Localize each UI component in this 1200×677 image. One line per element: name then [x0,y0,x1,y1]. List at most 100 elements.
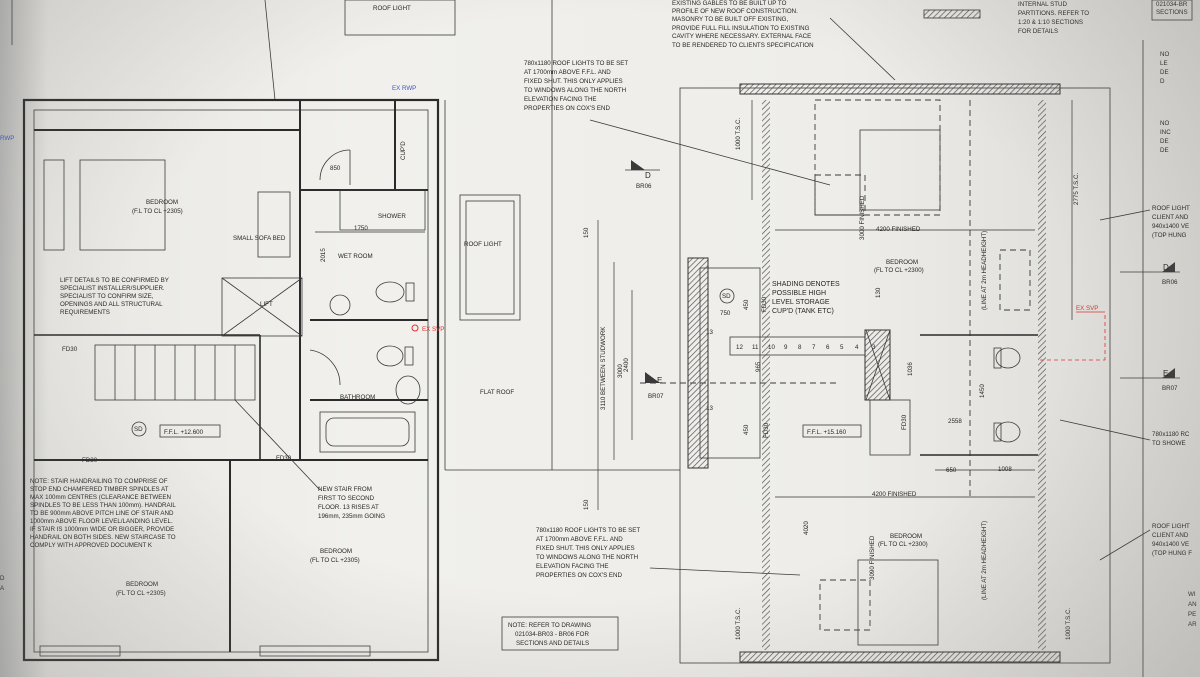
stair-note-line-5: TO BE 900mm ABOVE PITCH LINE OF STAIR AN… [30,510,174,517]
gable-note-line-6: TO BE RENDERED TO CLIENTS SPECIFICATION [672,42,814,49]
gable-note: EXISTING GABLES TO BE BUILT UP TO PROFIL… [672,0,814,49]
stair-note-line-3: MAX 100mm CENTRES (CLEARANCE BETWEEN [30,494,171,501]
bedroom-2-label: BEDROOM [320,548,352,555]
new-stair-note-line-2: FIRST TO SECOND [318,495,375,502]
right-margin-notes: NO LE DE D NO INC DE DE ROOF LIGHT CLIEN… [1059,40,1197,677]
section-d-right-ref: BR06 [1162,279,1178,286]
bedroom-1-cl-label: (F.L TO CL +2305) [132,208,183,215]
headheight-line-2: (LINE AT 2m HEADHEIGHT) [981,521,988,600]
new-stair-note: NEW STAIR FROM FIRST TO SECOND FLOOR. 13… [318,486,385,520]
dim-13-top: 13 [706,329,713,336]
rooflight-top-line-5: ELEVATION FACING THE [524,96,597,103]
dim-965: 965 [755,361,762,372]
refer-note-line-1: NOTE: REFER TO DRAWING [508,622,591,629]
corner-ref-line-1: 021034-BR [1156,1,1188,8]
edge-mid-3: DE [1160,138,1169,145]
finished-4200-bottom: 4200 FINISHED [872,491,917,498]
dim-1036: 1036 [907,362,914,376]
stair-note-line-8: HANDRAIL ON BOTH SIDES. NEW STAIRCASE TO [30,534,176,541]
rooflight-bottom-line-1: 780x1180 ROOF LIGHTS TO BE SET [536,527,640,534]
gable-note-line-2: PROFILE OF NEW ROOF CONSTRUCTION. [672,8,798,15]
dim-650: 650 [946,467,957,474]
stud-legend-line-3: 1:20 & 1:10 SECTIONS [1018,19,1083,26]
shading-note-line-4: CUP'D (TANK ETC) [772,308,834,315]
roof-light-note-2-line-4: (TOP HUNG F [1152,550,1192,557]
rooflight-top-line-3: FIXED SHUT. THIS ONLY APPLIES [524,78,623,85]
edge-mid-1: NO [1160,120,1169,127]
bedroom-top-cl: (FL TO CL +2300) [874,267,924,274]
dim-1450: 1450 [979,384,986,398]
stud-legend-line-2: PARTITIONS. REFER TO [1018,10,1089,17]
stair-note-line-1: NOTE: STAIR HANDRAILING TO COMPRISE OF [30,478,168,485]
step-12: 12 [736,344,743,351]
left-staircase [94,344,256,401]
fd30-a-label: FD30 [62,346,78,353]
gable-note-line-4: PROVIDE FULL FILL INSULATION TO EXISTING [672,25,810,32]
left-floor-plan: ROOF LIGHT EX RWP RWP CUP'D 850 SHOWER 1… [0,0,456,662]
shading-note-line-1: SHADING DENOTES [772,281,840,288]
dim-1000-tsc-top: 1000 T.S.C. [735,118,742,150]
dim-750-label: 750 [720,310,731,317]
roof-light-middle-label: ROOF LIGHT [464,241,502,248]
bedroom-1-label: BEDROOM [146,199,178,206]
sd-right-label: SD [722,293,731,300]
dim-2775-tsc: 2775 T.S.C. [1073,173,1080,205]
stair-note-line-7: IF STAIR IS 1000mm WIDE OR BIGGER, PROVI… [30,526,174,533]
bathroom-label: BATHROOM [340,394,375,401]
stud-legend-line-4: FOR DETAILS [1018,28,1058,35]
ffl-right-label: F.F.L. +15.160 [807,429,847,436]
right-floor-plan: INTERNAL STUD PARTITIONS. REFER TO 1:20 … [679,0,1193,664]
ex-svp-left-label: EX SVP [422,326,444,333]
gable-note-line-1: EXISTING GABLES TO BE BUILT UP TO [672,0,787,7]
dim-1000-tsc-bottom: 1000 T.S.C. [735,608,742,640]
step-6: 6 [826,344,830,351]
stair-note-line-9: COMPLY WITH APPROVED DOCUMENT K [30,542,153,549]
roof-light-note-1-line-1: ROOF LIGHT [1152,205,1190,212]
step-7: 7 [812,344,816,351]
shower-label: SHOWER [378,213,406,220]
rooflight-note-bottom: 780x1180 ROOF LIGHTS TO BE SET AT 1700mm… [536,527,640,579]
stair-note-line-2: STOP END CHAMFERED TIMBER SPINDLES AT [30,486,169,493]
stud-legend-line-1: INTERNAL STUD [1018,1,1067,8]
step-8: 8 [798,344,802,351]
new-stair-note-line-1: NEW STAIR FROM [318,486,372,493]
ex-rwp-top-label: EX RWP [392,85,416,92]
finished-4200-top: 4200 FINISHED [876,226,921,233]
lift-note-line-2: SPECIALIST INSTALLER/SUPPLIER. [60,285,165,292]
shading-note-line-2: POSSIBLE HIGH [772,290,826,297]
edge-bottom-3: PE [1188,611,1196,618]
dim-13-bottom: 13 [706,405,713,412]
bed-bottom [857,559,939,646]
dim-150-bottom: 150 [583,499,590,510]
corner-ref-line-2: SECTIONS [1156,9,1188,16]
step-4: 4 [855,344,859,351]
dim-2400: 2400 [623,358,630,372]
refer-note-box [501,616,619,651]
edge-top-2: LE [1160,60,1168,67]
stair-note-line-6: 1000mm ABOVE FLOOR LEVEL/LANDING LEVEL. [30,518,173,525]
roof-light-note-2-line-2: CLIENT AND [1152,532,1189,539]
dim-1750-label: 1750 [354,225,368,232]
flat-roof-label: FLAT ROOF [480,389,514,396]
dim-4020: 4020 [803,521,810,535]
shading-note-line-3: LEVEL STORAGE [772,299,830,306]
rooflight-top-line-6: PROPERTIES ON COX'S END [524,105,611,112]
edge-top-4: D [1160,78,1165,85]
stair-note-line-4: SPINDLES TO BE LESS THAN 100mm). HANDRAI… [30,502,176,509]
rwp-left-label: RWP [0,135,14,142]
edge-top-3: DE [1160,69,1169,76]
edge-bottom-4: AR [1188,621,1197,628]
section-d-right: D [1163,263,1169,272]
dim-1008: 1008 [998,466,1012,473]
section-e-middle-ref: BR07 [648,393,664,400]
lift-label: LIFT [260,301,273,308]
bedroom-top-label: BEDROOM [886,259,918,266]
section-d-middle-ref: BR06 [636,183,652,190]
left-plan-outer-wall [22,98,440,662]
dim-2015-label: 2015 [320,248,327,262]
edge-a-label: A [0,585,5,592]
step-10: 10 [768,344,775,351]
step-11: 11 [752,344,759,351]
fd30-b-label: FD30 [82,457,98,464]
